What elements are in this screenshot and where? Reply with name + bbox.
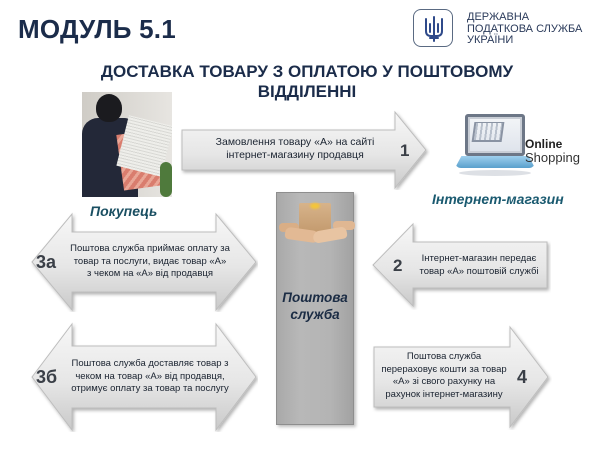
step-4-arrow: Поштова служба перераховує кошти за това… [372,325,552,430]
step-2-arrow: 2 Інтернет-магазин передає товар «А» пош… [371,220,551,310]
step-3b-number: 3б [36,367,58,387]
online-shopping-text: Online Shopping [525,137,580,165]
step-3a-number: 3а [36,252,57,272]
step-1-arrow: Замовлення товару «А» на сайті інтернет-… [180,110,430,190]
logo-frame [413,9,453,47]
module-title: МОДУЛЬ 5.1 [18,14,176,44]
parcel-box-icon [299,203,331,233]
laptop-shopping-cart-image [455,112,535,184]
step-1-text: Замовлення товару «А» на сайті інтернет-… [215,136,375,161]
online-word: Online [525,137,563,151]
logo-line-1: ДЕРЖАВНА [467,11,530,23]
buyer-photo [82,92,172,197]
main-title-line-1: ДОСТАВКА ТОВАРУ З ОПЛАТОЮ У ПОШТОВОМУ [100,62,514,81]
dps-logo: ДЕРЖАВНА ПОДАТКОВА СЛУЖБА УКРАЇНИ [413,9,593,49]
shopping-cart-icon [471,122,505,142]
step-2-number: 2 [393,256,403,275]
shop-label: Інтернет-магазин [432,191,564,207]
step-3b-text: Поштова служба доставляє товар з чеком н… [71,358,229,394]
step-3b-arrow: 3б Поштова служба доставляє товар з чеко… [30,322,258,432]
step-4-text: Поштова служба перераховує кошти за това… [381,351,507,400]
step-2-text: Інтернет-магазин передає товар «А» пошто… [419,253,539,277]
step-4-number: 4 [517,367,528,387]
postal-service-label: Поштова служба [282,290,348,322]
logo-line-3: УКРАЇНИ [467,34,514,46]
step-3a-text: Поштова служба приймає оплату за товар т… [70,243,230,279]
buyer-label: Покупець [90,203,158,219]
logo-text: ДЕРЖАВНА ПОДАТКОВА СЛУЖБА УКРАЇНИ [467,11,583,47]
shopping-word: Shopping [525,150,580,165]
postal-service-column: Поштова служба [276,192,355,425]
tryzub-icon [425,16,443,42]
main-title-line-2: ВІДДІЛЕННІ [257,82,357,101]
step-3a-arrow: 3а Поштова служба приймає оплату за това… [30,212,258,312]
main-title: ДОСТАВКА ТОВАРУ З ОПЛАТОЮ У ПОШТОВОМУ ВІ… [0,62,600,102]
logo-line-2: ПОДАТКОВА СЛУЖБА [467,22,583,35]
step-1-number: 1 [400,141,410,160]
